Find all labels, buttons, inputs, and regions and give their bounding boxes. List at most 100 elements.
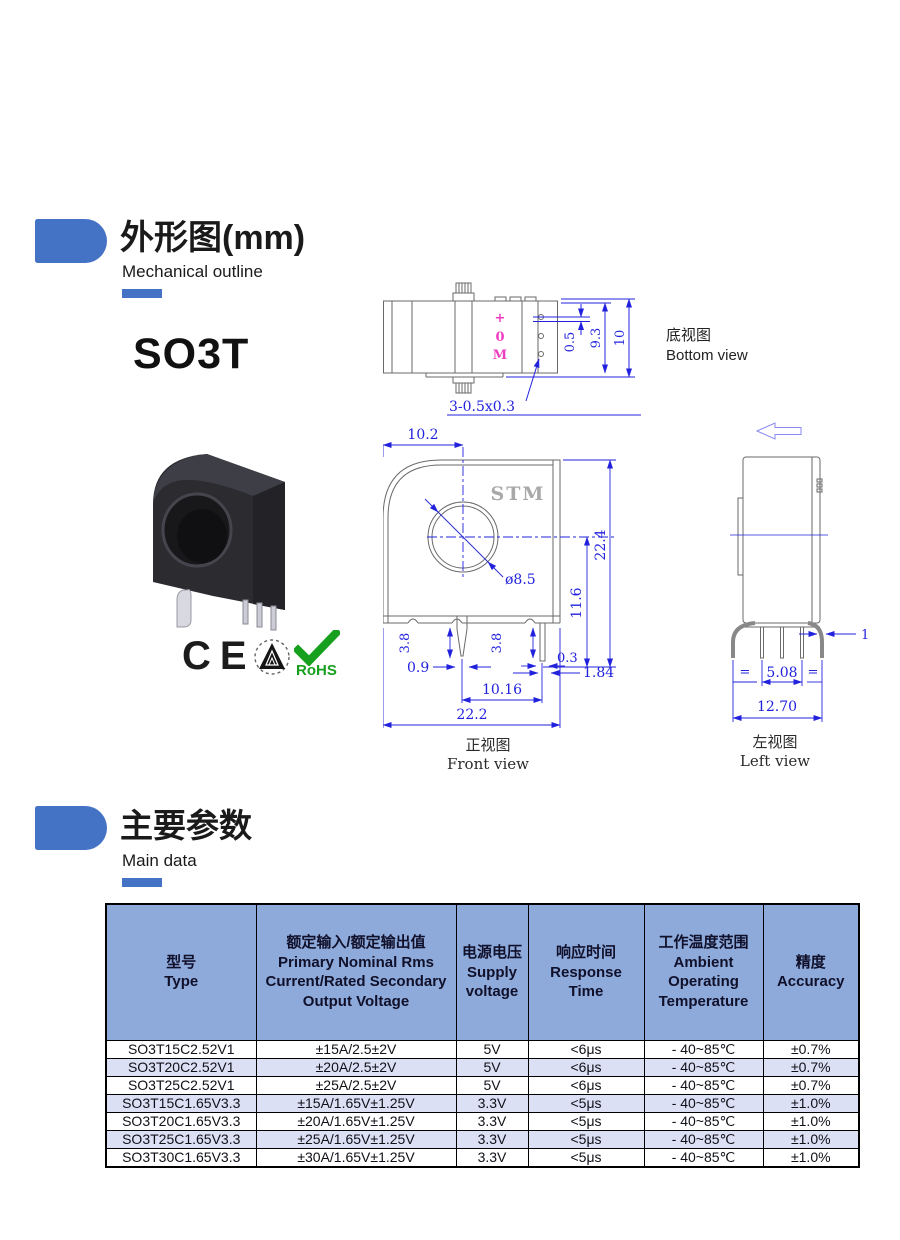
header-accuracy-zh: 精度 bbox=[795, 953, 826, 971]
dim-label: 0.9 bbox=[407, 660, 429, 676]
front-view-label: 正视图 Front view bbox=[447, 736, 529, 773]
header-type-zh: 型号 bbox=[166, 953, 197, 971]
table-header-row: 型号 Type 额定输入/额定输出值 Primary Nominal Rms C… bbox=[105, 903, 860, 1041]
dim-label: = bbox=[740, 665, 751, 680]
cell-primary: ±20A/2.5±2V bbox=[255, 1057, 457, 1077]
ce-mark: CE bbox=[182, 634, 256, 678]
cell-response: <6μs bbox=[527, 1057, 645, 1077]
front-view-dim-labels: 10.2 22.4 11.6 ø8.5 3.8 3.8 0.9 0.3 1.84… bbox=[398, 427, 614, 723]
cell-ambient: - 40~85℃ bbox=[643, 1057, 764, 1077]
section-outline-subtitle: Mechanical outline bbox=[122, 262, 263, 281]
parameters-table: 型号 Type 额定输入/额定输出值 Primary Nominal Rms C… bbox=[105, 903, 860, 1168]
mark-m: M bbox=[493, 348, 507, 363]
header-accuracy: 精度 Accuracy bbox=[762, 903, 860, 1041]
product-model: SO3T bbox=[133, 330, 250, 378]
header-ambient-zh: 工作温度范围 bbox=[658, 934, 749, 952]
cell-supply: 3.3V bbox=[455, 1093, 529, 1113]
mark-plus: + bbox=[495, 311, 506, 326]
header-supply-en: Supply voltage bbox=[465, 963, 519, 1001]
cell-type: SO3T15C2.52V1 bbox=[105, 1039, 257, 1059]
header-type-en: Type bbox=[164, 973, 199, 991]
dim-label: 11.6 bbox=[569, 587, 585, 618]
cell-accuracy: ±1.0% bbox=[762, 1111, 860, 1131]
table-row: SO3T15C1.65V3.3 ±15A/1.65V±1.25V 3.3V <5… bbox=[105, 1093, 860, 1113]
brand-marking: STM bbox=[491, 483, 546, 505]
section-accent-bar bbox=[122, 289, 162, 298]
cell-type: SO3T25C1.65V3.3 bbox=[105, 1129, 257, 1149]
product-pins bbox=[176, 589, 277, 631]
dim-label: 10.16 bbox=[482, 682, 522, 698]
cell-ambient: - 40~85℃ bbox=[643, 1111, 764, 1131]
dim-label: 10 bbox=[613, 330, 628, 347]
dim-label: 5.08 bbox=[766, 665, 797, 681]
cell-response: <5μs bbox=[527, 1093, 645, 1113]
section-maindata-subtitle: Main data bbox=[122, 851, 197, 870]
bottom-view-label-en: Bottom view bbox=[666, 347, 748, 364]
cell-type: SO3T20C1.65V3.3 bbox=[105, 1111, 257, 1131]
dim-label: 22.4 bbox=[593, 529, 609, 560]
dim-label: = bbox=[808, 665, 819, 680]
section-accent-bar bbox=[122, 878, 162, 887]
cell-type: SO3T20C2.52V1 bbox=[105, 1057, 257, 1077]
bottom-view-label: 底视图 Bottom view bbox=[666, 326, 748, 366]
cell-type: SO3T15C1.65V3.3 bbox=[105, 1093, 257, 1113]
cell-ambient: - 40~85℃ bbox=[643, 1093, 764, 1113]
front-view-dim-lines bbox=[383, 442, 616, 728]
bottom-view-body bbox=[383, 282, 558, 394]
left-view-dim-labels: 1 = 5.08 = 12.70 bbox=[740, 628, 870, 715]
header-response-zh: 响应时间 bbox=[555, 944, 616, 961]
cell-supply: 5V bbox=[455, 1057, 529, 1077]
header-supply: 电源电压 Supply voltage bbox=[455, 903, 529, 1041]
table-row: SO3T25C2.52V1 ±25A/2.5±2V 5V <6μs - 40~8… bbox=[105, 1075, 860, 1095]
dim-label: 9.3 bbox=[589, 328, 604, 349]
cell-primary: ±25A/2.5±2V bbox=[255, 1075, 457, 1095]
section-accent-shape bbox=[35, 219, 107, 263]
left-view-dim-lines bbox=[730, 534, 856, 722]
front-view-label-zh: 正视图 bbox=[465, 736, 510, 754]
cell-primary: ±15A/2.5±2V bbox=[255, 1039, 457, 1059]
left-view-body bbox=[731, 456, 824, 659]
dim-label: 3.8 bbox=[398, 633, 413, 654]
header-response-en: Response Time bbox=[550, 963, 622, 1001]
cell-ambient: - 40~85℃ bbox=[643, 1075, 764, 1095]
header-accuracy-en: Accuracy bbox=[776, 973, 845, 991]
cell-ambient: - 40~85℃ bbox=[643, 1147, 764, 1167]
header-ambient-en: Ambient Operating Temperature bbox=[658, 953, 749, 1010]
table-row: SO3T25C1.65V3.3 ±25A/1.65V±1.25V 3.3V <5… bbox=[105, 1129, 860, 1149]
mark-zero: 0 bbox=[495, 330, 504, 345]
dim-label: ø8.5 bbox=[505, 572, 536, 588]
dim-label: 3.8 bbox=[490, 633, 505, 654]
direction-arrow-icon bbox=[755, 422, 802, 440]
table-row: SO3T30C1.65V3.3 ±30A/1.65V±1.25V 3.3V <5… bbox=[105, 1147, 860, 1167]
cell-supply: 3.3V bbox=[455, 1147, 529, 1167]
cell-ambient: - 40~85℃ bbox=[643, 1039, 764, 1059]
product-side-face bbox=[253, 482, 285, 610]
header-primary-en: Primary Nominal Rms Current/Rated Second… bbox=[265, 953, 447, 1010]
cell-accuracy: ±0.7% bbox=[762, 1075, 860, 1095]
cell-accuracy: ±1.0% bbox=[762, 1129, 860, 1149]
dim-label: 22.2 bbox=[456, 707, 487, 723]
front-view-drawing: STM 10.2 22.4 bbox=[383, 427, 616, 773]
header-primary-zh: 额定输入/额定输出值 bbox=[286, 934, 426, 952]
header-supply-zh: 电源电压 bbox=[461, 944, 522, 961]
front-view-label-en: Front view bbox=[447, 755, 529, 773]
section-outline-title: 外形图(mm) bbox=[120, 219, 306, 257]
dim-label: 10.2 bbox=[407, 427, 438, 443]
dim-label: 12.70 bbox=[757, 699, 797, 715]
cell-supply: 3.3V bbox=[455, 1111, 529, 1131]
cell-type: SO3T25C2.52V1 bbox=[105, 1075, 257, 1095]
cell-supply: 5V bbox=[455, 1039, 529, 1059]
cell-accuracy: ±0.7% bbox=[762, 1057, 860, 1077]
bottom-view-dim-lines bbox=[447, 298, 641, 416]
cell-type: SO3T30C1.65V3.3 bbox=[105, 1147, 257, 1167]
product-photo bbox=[153, 454, 285, 631]
cell-primary: ±25A/1.65V±1.25V bbox=[255, 1129, 457, 1149]
left-view-label: 左视图 Left view bbox=[740, 733, 810, 770]
cell-accuracy: ±1.0% bbox=[762, 1147, 860, 1167]
cell-accuracy: ±0.7% bbox=[762, 1039, 860, 1059]
dim-label: 1.84 bbox=[583, 665, 614, 681]
dim-label: 0.5 bbox=[563, 332, 578, 353]
cell-primary: ±20A/1.65V±1.25V bbox=[255, 1111, 457, 1131]
table-row: SO3T20C2.52V1 ±20A/2.5±2V 5V <6μs - 40~8… bbox=[105, 1057, 860, 1077]
